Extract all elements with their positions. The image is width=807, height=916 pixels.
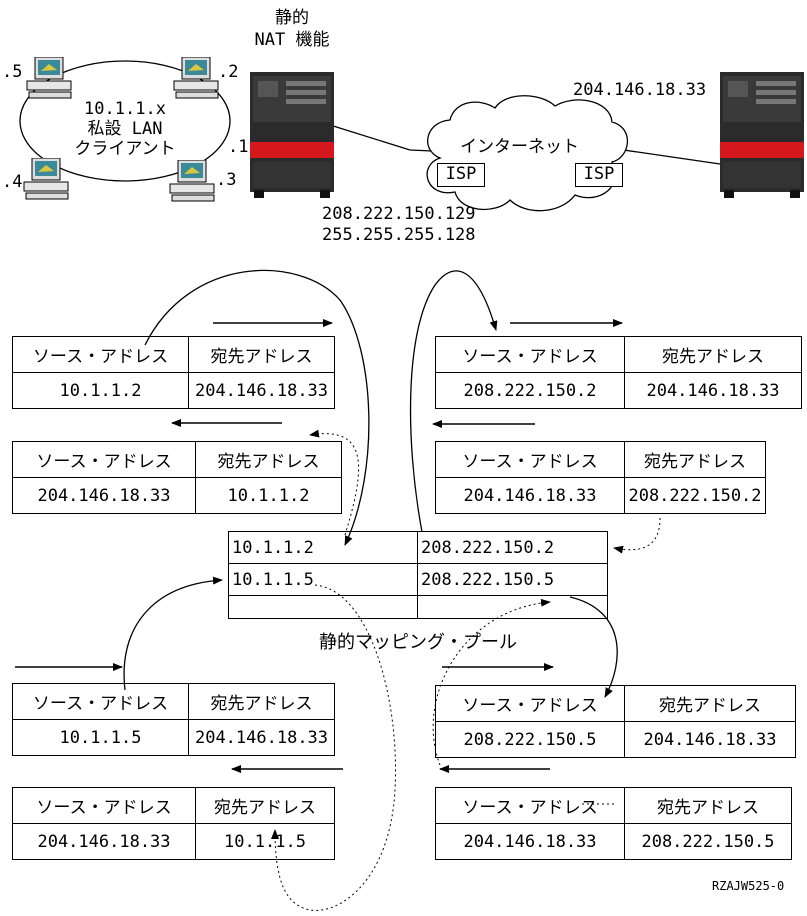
dest-address: 208.222.150.5	[624, 823, 792, 860]
isp-left-box: ISP	[437, 163, 485, 187]
header-dest: 宛先アドレス	[624, 787, 792, 824]
remote-server-icon	[720, 72, 804, 198]
header-dest: 宛先アドレス	[195, 441, 342, 478]
nat-function-label-line2: NAT 機能	[254, 30, 330, 50]
mapping-private-2: 10.1.1.5	[228, 563, 418, 596]
client-label-4: .4	[2, 172, 23, 192]
internet-label: インターネット	[460, 137, 579, 157]
client-computer-icon	[26, 57, 72, 99]
mapping-pool-caption: 静的マッピング・プール	[319, 632, 517, 653]
client-computer-icon	[169, 160, 215, 202]
nat-function-label-line1: 静的	[275, 8, 309, 28]
source-address: 208.222.150.2	[435, 372, 625, 409]
nat-server-icon	[250, 72, 334, 198]
nat-mask-label: 255.255.255.128	[322, 225, 476, 245]
source-address: 204.146.18.33	[12, 823, 196, 860]
source-address: 204.146.18.33	[12, 477, 196, 514]
flow-curve-map-to-t3	[409, 270, 498, 533]
flow-curve-t5-to-map	[123, 576, 223, 691]
header-dest: 宛先アドレス	[624, 441, 766, 478]
header-source: ソース・アドレス	[12, 336, 189, 373]
source-address: 204.146.18.33	[435, 477, 625, 514]
nat-ip-label: 208.222.150.129	[322, 204, 476, 224]
source-address: 10.1.1.2	[12, 372, 189, 409]
header-source: ソース・アドレス	[12, 441, 196, 478]
return-curve-map-to-t2	[309, 429, 360, 536]
dest-address: 204.146.18.33	[188, 719, 335, 756]
mapping-private-3	[228, 595, 418, 619]
return-curve-map-row2	[271, 584, 397, 911]
header-source: ソース・アドレス	[12, 787, 196, 824]
header-dest: 宛先アドレス	[195, 787, 335, 824]
header-dest: 宛先アドレス	[624, 685, 796, 722]
return-curve-t4-to-map	[613, 517, 661, 554]
dest-address: 10.1.1.5	[195, 823, 335, 860]
header-source: ソース・アドレス	[12, 683, 189, 720]
isp-to-remote-link	[609, 147, 721, 165]
dest-address: 204.146.18.33	[188, 372, 335, 409]
dest-address: 204.146.18.33	[624, 721, 796, 758]
figure-id: RZAJW525-0	[712, 879, 785, 893]
source-address: 204.146.18.33	[435, 823, 625, 860]
header-source: ソース・アドレス	[435, 336, 625, 373]
client-computer-icon	[173, 57, 219, 99]
lan-label-private: 私設 LAN	[87, 119, 163, 139]
dest-address: 10.1.1.2	[195, 477, 342, 514]
mapping-public-3	[417, 595, 608, 619]
header-dest: 宛先アドレス	[188, 336, 335, 373]
remote-ip-label: 204.146.18.33	[573, 80, 707, 100]
return-curve-t8-to-map	[432, 598, 551, 766]
client-label-5: .5	[2, 62, 23, 82]
mapping-public-1: 208.222.150.2	[417, 531, 608, 564]
header-source: ソース・アドレス	[435, 685, 625, 722]
mapping-public-2: 208.222.150.5	[417, 563, 608, 596]
client-label-3: .3	[216, 170, 237, 190]
header-source: ソース・アドレス	[435, 787, 625, 824]
mapping-private-1: 10.1.1.2	[228, 531, 418, 564]
dest-address: 208.222.150.2	[624, 477, 766, 514]
flow-curve-t1-to-map	[144, 269, 370, 546]
dest-address: 204.146.18.33	[624, 372, 802, 409]
router-label-1: .1	[228, 137, 249, 157]
lan-label-clients: クライアント	[74, 139, 176, 159]
lan-ring	[19, 60, 231, 182]
source-address: 10.1.1.5	[12, 719, 189, 756]
header-dest: 宛先アドレス	[624, 336, 802, 373]
isp-right-box: ISP	[575, 163, 623, 187]
client-label-2: .2	[218, 62, 239, 82]
header-source: ソース・アドレス	[435, 441, 625, 478]
source-address: 208.222.150.5	[435, 721, 625, 758]
header-dest: 宛先アドレス	[188, 683, 335, 720]
lan-label-subnet: 10.1.1.x	[84, 99, 166, 119]
client-computer-icon	[23, 158, 69, 200]
